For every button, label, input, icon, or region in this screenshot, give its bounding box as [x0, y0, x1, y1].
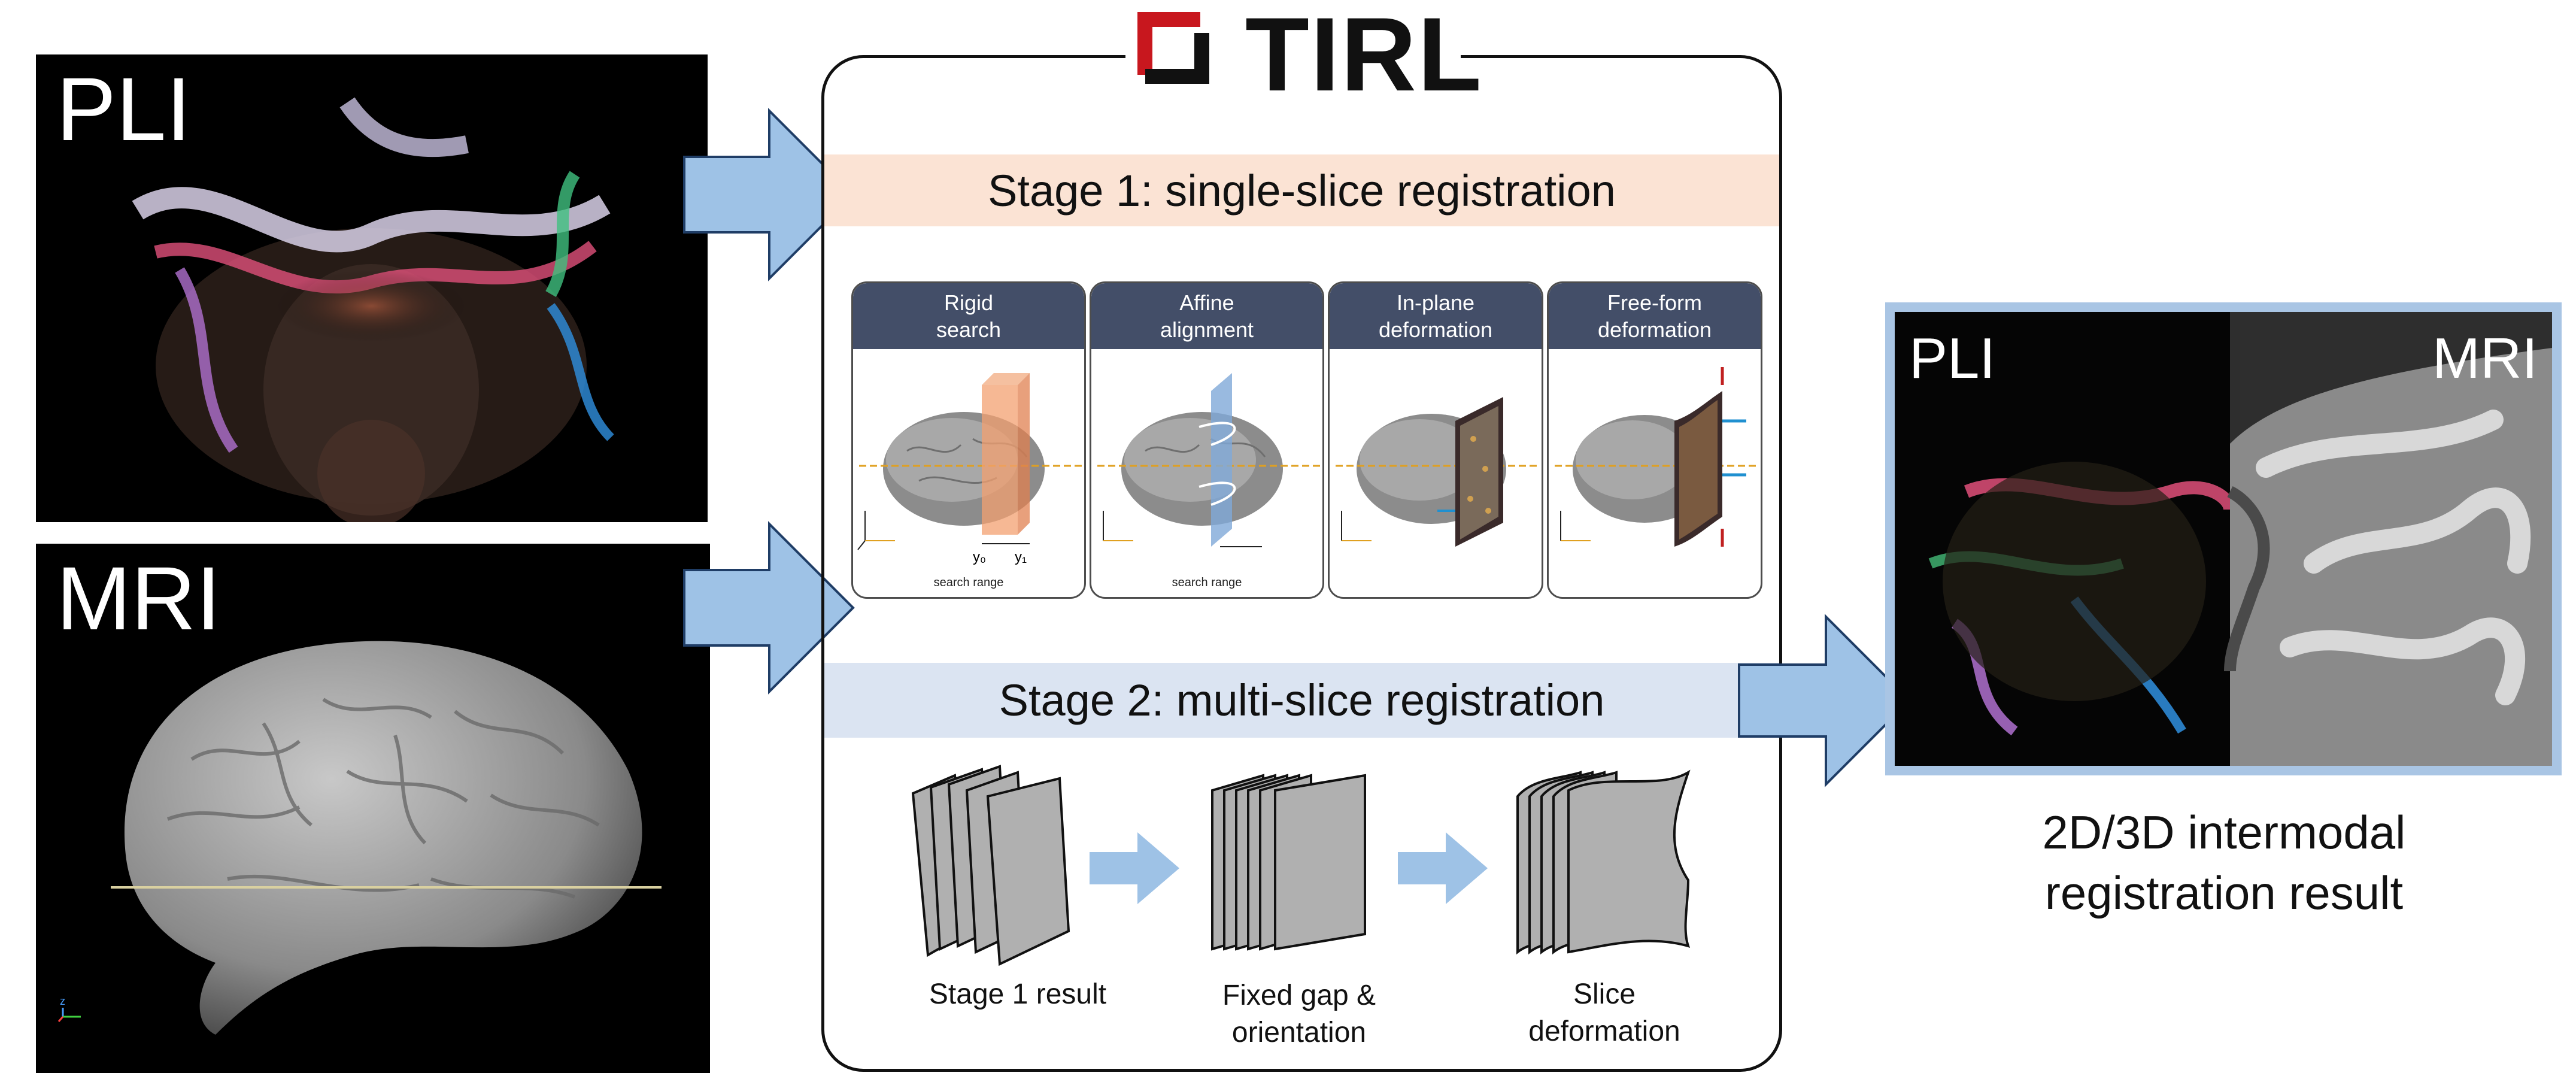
result-image [1895, 312, 2552, 766]
brain-icon [1336, 397, 1539, 547]
step-caption: search range [933, 576, 1004, 589]
stage2-arrow-2 [1398, 832, 1488, 904]
mri-input-panel: z MRI [36, 544, 710, 1073]
pli-input-panel: PLI [36, 54, 708, 522]
svg-text:y₁: y₁ [1015, 549, 1027, 565]
brain-icon [1555, 367, 1758, 547]
pli-label: PLI [56, 59, 192, 159]
result-panel: PLI MRI [1885, 302, 2562, 775]
slice-stack-icon [1211, 774, 1366, 951]
brain-icon [1097, 373, 1320, 547]
result-mri-label: MRI [2432, 326, 2538, 390]
arrow-to-result [1738, 614, 1911, 787]
arrow-pli-to-stage1 [683, 108, 855, 281]
tirl-logo-text: TIRL [1245, 0, 1483, 113]
stage2-item-fixed-gap: Fixed gap &orientation [1222, 980, 1376, 1049]
deformed-slice-stack-icon [1516, 769, 1691, 955]
mri-brain-surface: z [57, 641, 662, 1035]
stage2-arrow-1 [1090, 832, 1179, 904]
stage2-title: Stage 2: multi-slice registration [824, 663, 1779, 738]
stage1-title: Stage 1: single-slice registration [824, 154, 1779, 226]
brain-icon: y₀ y₁ [857, 373, 1082, 565]
pli-image [132, 97, 614, 522]
result-pli-label: PLI [1909, 326, 1996, 390]
stage2-item-stage1-result: Stage 1 result [929, 978, 1107, 1010]
step-caption: search range [1172, 576, 1242, 589]
mri-label: MRI [56, 548, 221, 648]
arrow-mri-to-stage1 [683, 521, 855, 695]
tirl-logo-icon [1137, 12, 1209, 84]
svg-text:z: z [60, 995, 65, 1007]
svg-text:y₀: y₀ [973, 549, 986, 565]
slice-stack-icon [911, 765, 1070, 966]
